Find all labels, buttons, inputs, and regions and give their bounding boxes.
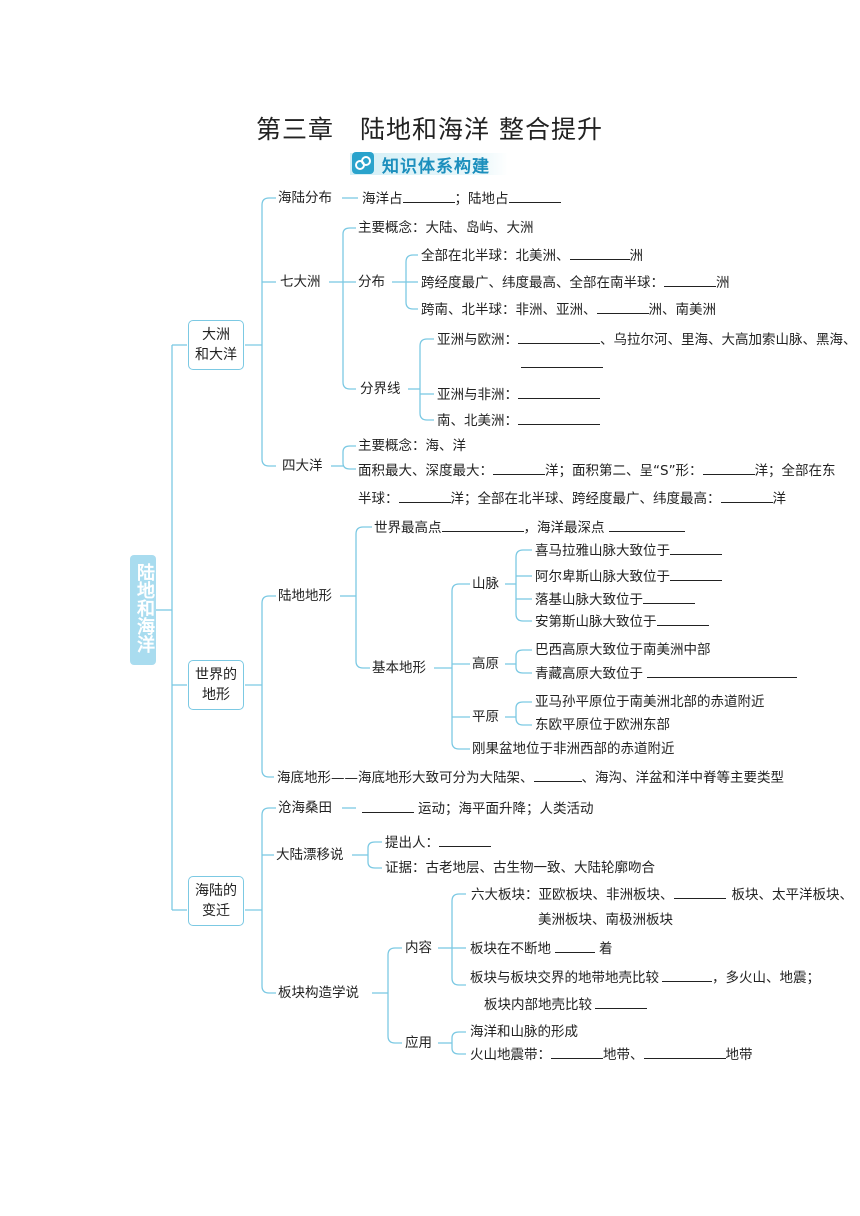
answer-blank	[664, 273, 716, 287]
node-plate-tectonics: 板块构造学说	[278, 985, 359, 1001]
node-seven-continents: 七大洲	[280, 274, 321, 290]
node-land-landforms: 陆地地形	[278, 588, 332, 604]
drift-evidence: 证据：古老地层、古生物一致、大陆轮廓吻合	[385, 860, 655, 876]
six-plates-cont: 美洲板块、南极洲板块	[538, 912, 673, 928]
answer-blank	[643, 1045, 726, 1059]
mountain-andes: 安第斯山脉大致位于	[535, 612, 709, 631]
node-plateaus: 高原	[472, 656, 499, 672]
answer-blank	[402, 189, 455, 203]
branch-continents-oceans: 大洲 和大洋	[188, 320, 244, 370]
six-plates: 六大板块：亚欧板块、非洲板块、板块、太平洋板块、	[471, 885, 853, 903]
oceans-line1: 面积最大、深度最大：洋；面积第二、呈“S”形：洋；全部在东	[358, 461, 836, 479]
concept-oceans: 主要概念：海、洋	[358, 438, 466, 454]
answer-blank	[518, 411, 600, 425]
mountain-rockies: 落基山脉大致位于	[535, 590, 695, 609]
boundary-asia-africa: 亚洲与非洲：	[437, 385, 600, 404]
branch-label: 世界的 地形	[195, 667, 237, 703]
answer-blank	[720, 489, 773, 503]
answer-blank	[555, 939, 595, 953]
distribution-north: 全部在北半球：北美洲、洲	[421, 246, 643, 264]
root-label: 陆地和海洋	[134, 563, 155, 653]
root-node: 陆地和海洋	[130, 555, 156, 665]
answer-blank	[643, 590, 695, 604]
answer-blank	[670, 567, 722, 581]
node-land-sea-distribution: 海陆分布	[278, 190, 332, 206]
branch-world-landforms: 世界的 地形	[188, 660, 244, 710]
boundary-americas: 南、北美洲：	[437, 411, 600, 430]
answer-blank	[702, 461, 755, 475]
basin-congo: 刚果盆地位于非洲西部的赤道附近	[472, 741, 675, 757]
plateau-tibet: 青藏高原大致位于	[535, 664, 797, 683]
plate-boundary: 板块与板块交界的地带地壳比较，多火山、地震；	[470, 968, 820, 986]
node-basic-landforms: 基本地形	[372, 660, 426, 676]
boundary-asia-europe-cont	[521, 354, 603, 373]
plain-east-europe: 东欧平原位于欧洲东部	[535, 717, 670, 733]
answer-blank	[647, 664, 797, 678]
seabed-landforms: 海底地形——海底地形大致可分为大陆架、、海沟、洋盆和洋中脊等主要类型	[277, 768, 784, 786]
badge-background	[350, 153, 508, 175]
land-sea-ratio: 海洋占；陆地占	[362, 189, 561, 208]
drift-proposer: 提出人：	[385, 833, 491, 852]
node-sea-changes: 沧海桑田	[278, 800, 332, 816]
application-formation: 海洋和山脉的形成	[470, 1024, 578, 1040]
boundary-asia-europe: 亚洲与欧洲：、乌拉尔河、里海、大高加索山脉、黑海、	[437, 330, 857, 348]
plate-interior: 板块内部地壳比较	[484, 995, 647, 1014]
mountain-alps: 阿尔卑斯山脉大致位于	[535, 567, 722, 586]
concept-continents: 主要概念：大陆、岛屿、大洲	[358, 220, 534, 236]
answer-blank	[521, 354, 603, 368]
node-distribution: 分布	[358, 274, 385, 290]
node-content: 内容	[405, 940, 432, 956]
answer-blank	[518, 330, 600, 344]
volcanic-belts: 火山地震带：地带、地带	[470, 1045, 753, 1063]
answer-blank	[551, 1045, 603, 1059]
link-icon	[352, 152, 374, 174]
mountain-himalaya: 喜马拉雅山脉大致位于	[535, 541, 722, 560]
section-badge: 知识体系构建	[350, 151, 508, 177]
answer-blank	[533, 768, 582, 782]
oceans-line2: 半球：洋；全部在北半球、跨经度最广、纬度最高：洋	[358, 489, 786, 507]
plain-amazon: 亚马孙平原位于南美洲北部的赤道附近	[535, 694, 765, 710]
answer-blank	[441, 518, 524, 532]
branch-land-sea-changes: 海陆的 变迁	[188, 876, 244, 926]
answer-blank	[670, 541, 722, 555]
answer-blank	[596, 300, 649, 314]
branch-label: 大洲 和大洋	[195, 327, 237, 363]
answer-blank	[508, 189, 561, 203]
node-mountains: 山脉	[472, 576, 499, 592]
node-plains: 平原	[472, 709, 499, 725]
distribution-south: 跨经度最广、纬度最高、全部在南半球：洲	[421, 273, 730, 291]
answer-blank	[608, 518, 685, 532]
answer-blank	[595, 995, 647, 1009]
answer-blank	[656, 612, 709, 626]
node-boundaries: 分界线	[360, 381, 401, 397]
answer-blank	[518, 385, 600, 399]
answer-blank	[439, 833, 491, 847]
node-four-oceans: 四大洋	[282, 458, 323, 474]
node-application: 应用	[405, 1035, 432, 1051]
highest-deepest: 世界最高点，海洋最深点	[374, 518, 685, 537]
answer-blank	[569, 246, 630, 260]
answer-blank	[362, 799, 414, 813]
sea-changes-causes: 运动；海平面升降；人类活动	[362, 799, 594, 818]
answer-blank	[673, 885, 726, 899]
answer-blank	[398, 489, 451, 503]
answer-blank	[662, 968, 712, 982]
page-title: 第三章 陆地和海洋 整合提升	[256, 115, 603, 144]
node-continental-drift: 大陆漂移说	[276, 847, 344, 863]
answer-blank	[493, 461, 545, 475]
plates-moving: 板块在不断地着	[470, 939, 613, 957]
branch-label: 海陆的 变迁	[195, 883, 237, 919]
plateau-brazil: 巴西高原大致位于南美洲中部	[535, 642, 711, 658]
badge-label: 知识体系构建	[382, 157, 490, 177]
distribution-both: 跨南、北半球：非洲、亚洲、洲、南美洲	[421, 300, 716, 318]
